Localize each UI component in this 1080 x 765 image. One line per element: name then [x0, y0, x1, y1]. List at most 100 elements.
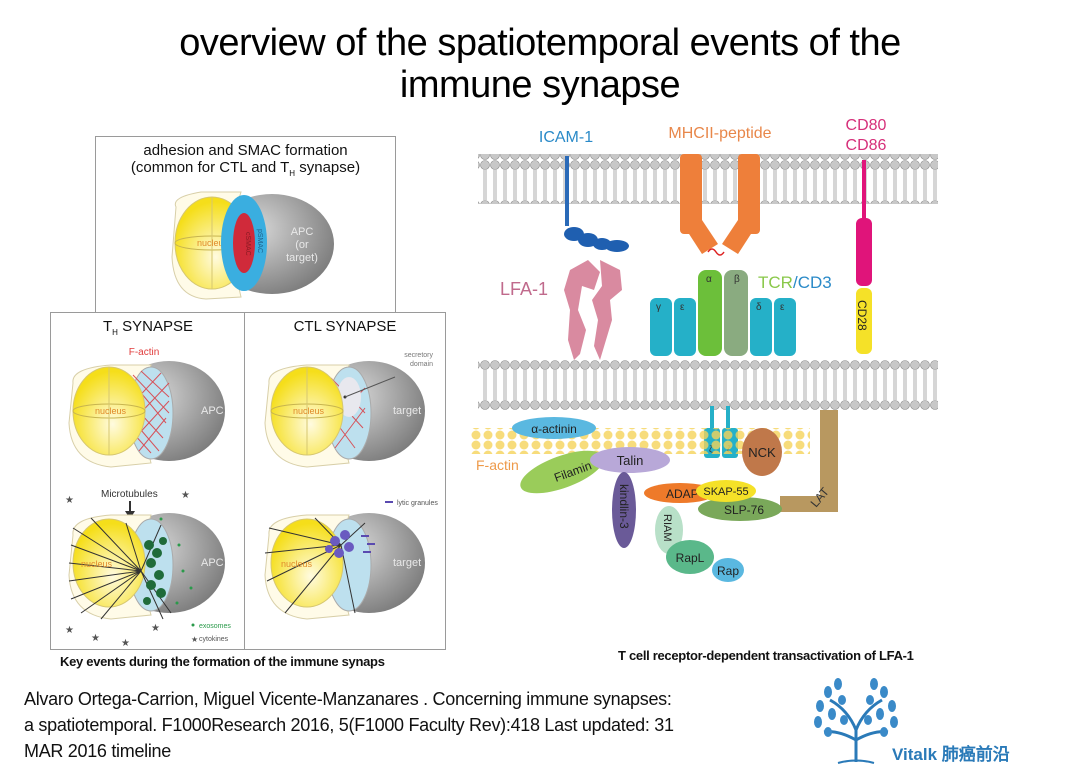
citation-line1: Alvaro Ortega-Carrion, Miguel Vicente-Ma…: [24, 689, 672, 709]
t-cell-membrane: [478, 360, 938, 410]
icam1-domains: [564, 227, 629, 252]
svg-text:★: ★: [191, 635, 198, 644]
rapl-label: RapL: [676, 551, 705, 565]
th-synapse-panel: TH SYNAPSE F-actin nucleus APC Microtubu…: [50, 312, 246, 650]
th-panel-title: TH SYNAPSE: [51, 318, 245, 341]
apc-target-label: target): [286, 252, 318, 264]
svg-text:★: ★: [65, 495, 74, 506]
epsilon1-chain-label: ε: [680, 302, 685, 313]
secretory-label-2: domain: [410, 361, 433, 368]
cd80-label: CD80: [846, 117, 887, 134]
svg-text:★: ★: [65, 625, 74, 636]
alpha-actinin: [512, 417, 596, 439]
lytic-granules-legend: lytic granules: [397, 500, 438, 507]
th-title-pre: T: [103, 318, 113, 335]
nucleus-label: nucleus: [197, 238, 229, 248]
citation-line2: a spatiotemporal. F1000Research 2016, 5(…: [24, 715, 674, 735]
ctl-target-label: target: [393, 405, 421, 417]
svg-text:★: ★: [181, 490, 190, 501]
th-factin-label: F-actin: [129, 347, 160, 358]
slide-title-line1: overview of the spatiotemporal events of…: [179, 22, 901, 64]
kindlin3: [612, 472, 636, 548]
filamin: [520, 450, 604, 494]
cytokine-stars: ★★★★★★: [65, 490, 190, 649]
lfa1-transactivation-diagram: ICAM-1 MHCII-peptide CD80 CD86 CD28 LFA-…: [470, 117, 938, 582]
ctl-panel-title: CTL SYNAPSE: [293, 318, 397, 335]
mhcii-complex: [680, 154, 760, 254]
citation: Alvaro Ortega-Carrion, Miguel Vicente-Ma…: [24, 686, 814, 764]
cytokines-legend: cytokines: [199, 636, 229, 643]
smac-title-pre: (common for CTL and T: [130, 159, 290, 176]
exosomes-legend: exosomes: [199, 623, 231, 630]
icam1-label: ICAM-1: [539, 129, 593, 146]
vitalk-logo-text: Vitalk 肺癌前沿: [892, 740, 1010, 765]
th-nucleus-label: nucleus: [95, 406, 127, 416]
peptide: [707, 248, 725, 256]
mhcii-label: MHCII-peptide: [668, 125, 771, 142]
th-illustration: F-actin nucleus APC Microtubules nucleus…: [65, 347, 231, 649]
ctl-nucleus-label-2: nucleus: [281, 559, 313, 569]
vitalk-tree-logo-icon: [814, 678, 898, 764]
smac-title-sub: H: [289, 169, 296, 178]
th-factin-mesh: [130, 370, 170, 454]
lat-adaptor: [780, 410, 838, 512]
microtubules-label: Microtubules: [101, 489, 158, 500]
th-title-sub: H: [112, 328, 118, 337]
citation-line3: MAR 2016 timeline: [24, 741, 171, 761]
gamma-chain-label: γ: [656, 302, 661, 313]
tcr-cd3-label: TCR/CD3: [758, 273, 832, 292]
rap: [712, 558, 744, 582]
slide-title: overview of the spatiotemporal events of…: [0, 22, 1080, 106]
logo-chinese: 肺癌前沿: [941, 745, 1010, 764]
riam-label: RIAM: [661, 514, 673, 542]
smac-illustration: nucleus pSMAC cSMAC APC (or target): [171, 191, 334, 300]
csmac-label: cSMAC: [244, 232, 251, 256]
riam: [655, 506, 683, 554]
cd28-label: CD28: [855, 300, 869, 331]
lytic-granules: [325, 530, 354, 558]
icam1-stalk: [565, 156, 569, 226]
psmac-label: pSMAC: [256, 229, 263, 253]
ctl-nucleus-label: nucleus: [293, 406, 325, 416]
alpha-chain-label: α: [706, 274, 712, 285]
kindlin3-label: kindlin-3: [617, 484, 631, 529]
factin-label: F-actin: [476, 457, 519, 473]
slide-title-line2: immune synapse: [399, 64, 681, 106]
apc-membrane: [478, 154, 938, 204]
nck: [742, 428, 782, 476]
adap-label: ADAP: [666, 487, 699, 501]
nck-label: NCK: [748, 445, 776, 460]
skap55: [696, 480, 756, 502]
cd86-label: CD86: [846, 137, 887, 154]
smac-formation-panel: adhesion and SMAC formation (common for …: [95, 136, 396, 313]
rapl: [666, 540, 714, 574]
alpha-actinin-label: α-actinin: [531, 422, 577, 436]
svg-text:★: ★: [151, 623, 160, 634]
ctl-illustration: secretory domain nucleus target lytic gr…: [264, 352, 438, 620]
secretory-label-1: secretory: [404, 352, 433, 359]
slp76: [698, 497, 782, 521]
delta-chain-label: δ: [756, 302, 762, 313]
cd28-receptor: [856, 288, 872, 354]
tcr-cd3-complex: [650, 270, 796, 356]
rap-label: Rap: [717, 564, 739, 578]
th-nucleus-label-2: nucleus: [81, 559, 113, 569]
csmac-shape: [233, 213, 255, 273]
talin: [590, 447, 670, 473]
smac-panel-title: adhesion and SMAC formation (common for …: [96, 142, 395, 182]
th-apc-label-2: APC: [201, 557, 224, 569]
beta-chain-label: β: [734, 274, 740, 285]
smac-title-line1: adhesion and SMAC formation: [143, 142, 348, 159]
lfa1-integrin: [564, 260, 622, 360]
ctl-target-label-2: target: [393, 557, 421, 569]
th-apc-label: APC: [201, 405, 224, 417]
cd80-domain: [856, 218, 872, 286]
th-granules: [143, 537, 167, 605]
smac-title-line2: (common for CTL and TH synapse): [96, 159, 395, 182]
apc-or-label: (or: [295, 239, 309, 251]
talin-label: Talin: [617, 453, 644, 468]
apc-label: APC: [291, 226, 314, 238]
epsilon2-chain-label: ε: [780, 302, 785, 313]
skap55-label: SKAP-55: [703, 486, 748, 498]
lfa1-label: LFA-1: [500, 279, 548, 299]
